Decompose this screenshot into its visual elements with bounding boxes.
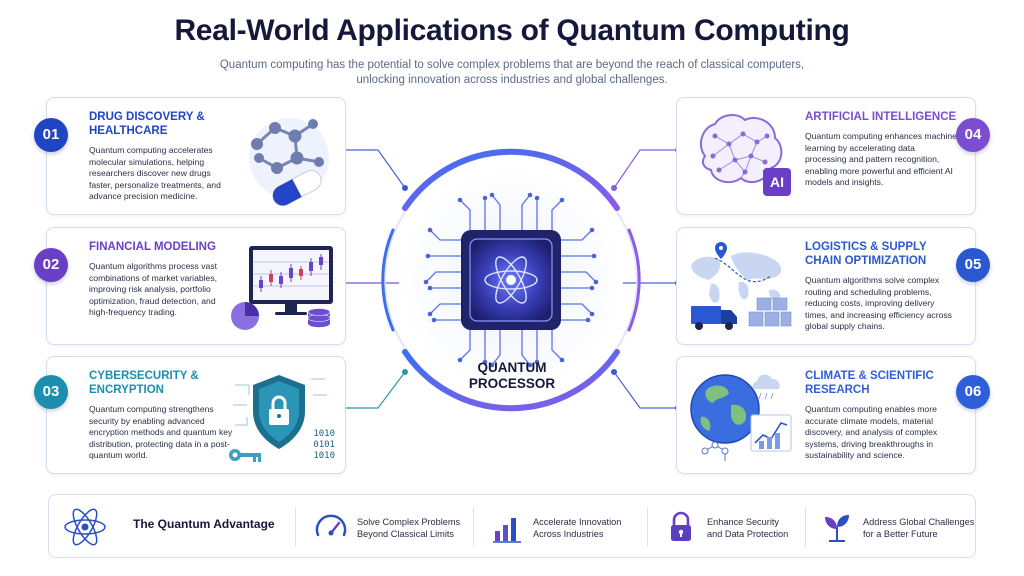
- divider: [295, 507, 296, 547]
- card-artificial-intelligence: AI ARTIFICIAL INTELLIGENCE Quantum compu…: [676, 97, 976, 215]
- card-drug-discovery: DRUG DISCOVERY & HEALTHCARE Quantum comp…: [46, 97, 346, 215]
- divider: [647, 507, 648, 547]
- advantage-text: for a Better Future: [863, 529, 938, 539]
- badge-05: 05: [956, 248, 990, 282]
- atom-icon: [64, 508, 106, 546]
- advantage-text: Across Industries: [533, 529, 604, 539]
- connector-06: [613, 371, 678, 409]
- molecule-pill-icon: [249, 118, 329, 206]
- advantage-text: Accelerate Innovation: [533, 517, 622, 527]
- advantage-item-complex-problems: Solve Complex Problems Beyond Classical …: [313, 505, 473, 549]
- advantage-text: Solve Complex Problems: [357, 517, 461, 527]
- divider: [805, 507, 806, 547]
- divider: [473, 507, 474, 547]
- connector-03: [343, 371, 406, 409]
- page-title: Real-World Applications of Quantum Compu…: [174, 14, 850, 47]
- binary-code: 1010 0101 1010: [313, 429, 335, 461]
- page-subtitle: Quantum computing has the potential to s…: [219, 59, 805, 86]
- shield-lock-icon: [229, 375, 327, 462]
- card-title: ARTIFICIAL INTELLIGENCE: [805, 111, 957, 123]
- circuit-traces: [425, 194, 597, 366]
- padlock-icon: [671, 511, 691, 541]
- card-description: Quantum computing accelerates molecular …: [89, 145, 221, 202]
- card-description: Quantum algorithms process vast combinat…: [89, 261, 218, 318]
- card-description: Quantum algorithms solve complex routing…: [805, 275, 952, 332]
- card-climate-research: CLIMATE & SCIENTIFIC RESEARCH Quantum co…: [676, 356, 976, 474]
- advantage-item-innovation: Accelerate Innovation Across Industries: [489, 505, 639, 549]
- processor-label-line1: QUANTUM: [477, 360, 547, 375]
- logistics-map-icon: [691, 242, 792, 330]
- speedometer-icon: [315, 514, 347, 537]
- card-title: CLIMATE & SCIENTIFIC RESEARCH: [805, 370, 934, 396]
- processor-label-line2: PROCESSOR: [468, 376, 556, 391]
- atom-icon: [484, 256, 538, 304]
- card-title: FINANCIAL MODELING: [89, 241, 216, 253]
- card-title: DRUG DISCOVERY & HEALTHCARE: [89, 111, 205, 137]
- card-description: Quantum computing strengthens security b…: [89, 404, 233, 461]
- advantage-text: and Data Protection: [707, 529, 789, 539]
- ai-brain-icon: [699, 114, 791, 196]
- advantage-heading: The Quantum Advantage: [133, 517, 275, 531]
- financial-chart-icon: [231, 246, 333, 330]
- connector-04: [613, 149, 678, 189]
- card-title: CYBERSECURITY & ENCRYPTION: [89, 370, 199, 396]
- truck-icon: [691, 306, 737, 330]
- card-description: Quantum computing enhances machine learn…: [805, 131, 957, 188]
- badge-03: 03: [34, 375, 68, 409]
- advantage-item-security: Enhance Security and Data Protection: [663, 505, 813, 549]
- ai-badge: AI: [770, 174, 784, 190]
- card-description: Quantum computing enables more accurate …: [805, 404, 938, 461]
- advantage-text: Enhance Security: [707, 517, 780, 527]
- advantage-text: Beyond Classical Limits: [357, 529, 455, 539]
- bar-growth-icon: [493, 518, 521, 543]
- processor-label: QUANTUM PROCESSOR: [432, 360, 592, 392]
- advantage-item-global-challenges: Address Global Challenges for a Better F…: [819, 505, 975, 549]
- badge-04: 04: [956, 118, 990, 152]
- quantum-advantage-bar: The Quantum Advantage Solve Complex Prob…: [48, 494, 976, 558]
- connector-01: [343, 149, 406, 189]
- badge-01: 01: [34, 118, 68, 152]
- card-title: LOGISTICS & SUPPLY CHAIN OPTIMIZATION: [805, 241, 927, 267]
- card-logistics: LOGISTICS & SUPPLY CHAIN OPTIMIZATION Qu…: [676, 227, 976, 345]
- ring-arc-bottom: [402, 349, 620, 412]
- globe-research-icon: [690, 374, 792, 461]
- badge-02: 02: [34, 248, 68, 282]
- ring-arc-top: [402, 148, 620, 211]
- sprout-icon: [825, 515, 849, 542]
- card-cybersecurity: CYBERSECURITY & ENCRYPTION Quantum compu…: [46, 356, 346, 474]
- connector-lines: [343, 149, 678, 409]
- advantage-text: Address Global Challenges: [863, 517, 975, 527]
- card-financial-modeling: FINANCIAL MODELING Quantum algorithms pr…: [46, 227, 346, 345]
- badge-06: 06: [956, 375, 990, 409]
